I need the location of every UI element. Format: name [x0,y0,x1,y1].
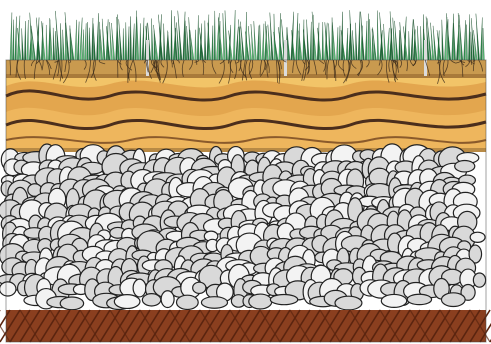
gravel-stone [0,282,16,296]
turf-gap [284,40,287,76]
gravel-stone [455,160,475,171]
subsoil-base [0,310,491,342]
gravel-stone [249,294,272,309]
gravel-stone [270,294,297,304]
gravel-stone [335,296,362,310]
gravel-stone [470,232,485,242]
gravel-stone [407,294,431,304]
gravel-stone [60,297,83,310]
gravel-stone [177,295,199,309]
turf-gap [424,40,427,76]
gravel-stone [193,282,206,293]
gravel-stone [114,295,140,309]
soil-layer [6,60,486,152]
gravel-stone [441,293,465,307]
gravel-stone [142,294,160,306]
gravel-stone [201,297,227,309]
gravel-stone [161,291,174,308]
gravel-stone [473,273,485,287]
gravel-stone [133,279,146,297]
gravel-stones [0,144,486,310]
gravel-stone [381,294,406,307]
